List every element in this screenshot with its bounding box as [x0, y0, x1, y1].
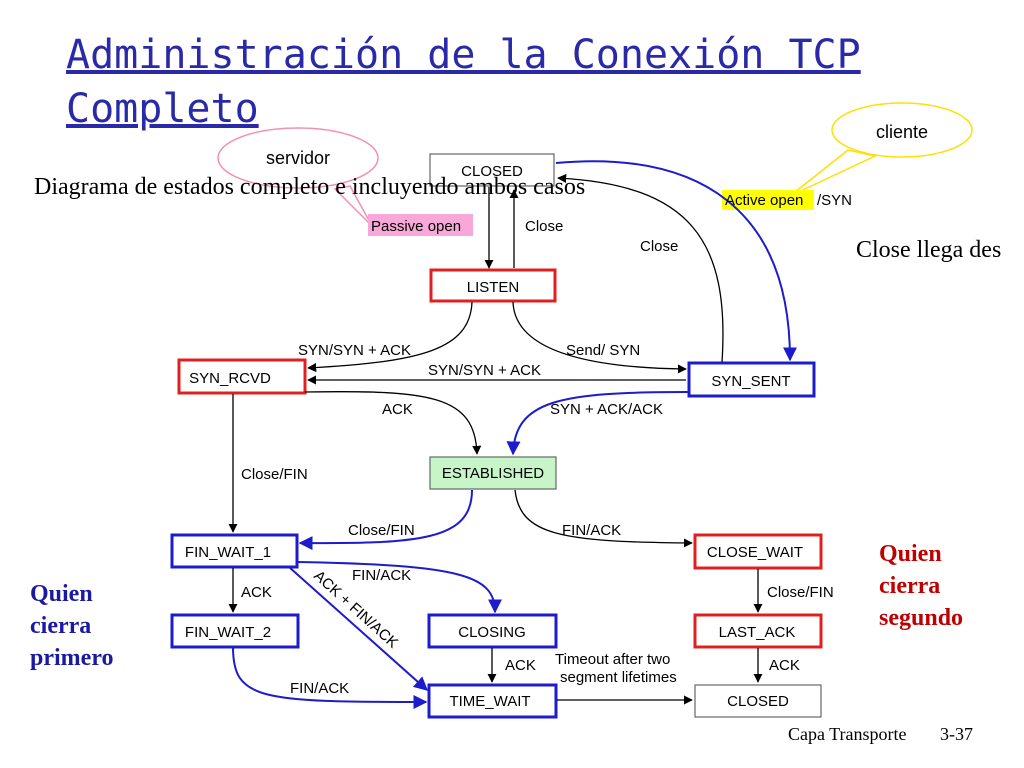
- state-fin-wait-1-label: FIN_WAIT_1: [185, 544, 271, 561]
- footer-page-number: 3-37: [940, 724, 973, 744]
- cliente-callout: cliente: [789, 102, 973, 197]
- label-ack-established: ACK: [382, 401, 413, 418]
- state-listen: [429, 268, 557, 303]
- label-synack-ack: SYN + ACK/ACK: [550, 401, 663, 418]
- arrow-fin-wait-2-time-wait: [232, 646, 428, 709]
- arrow-active-open: [555, 160, 797, 362]
- state-fin-wait-1: [170, 533, 299, 569]
- slide-side-note: Close llega des: [856, 237, 1002, 263]
- state-close-wait-label: CLOSE_WAIT: [707, 544, 803, 561]
- state-syn-rcvd-label: SYN_RCVD: [189, 370, 271, 387]
- state-syn-rcvd: [177, 358, 307, 395]
- label-timeout-line-2: segment lifetimes: [560, 669, 677, 686]
- label-ack-fin-wait: ACK: [241, 584, 272, 601]
- second-closer-line-2: cierra: [879, 573, 941, 599]
- state-syn-sent: [687, 361, 816, 398]
- label-close-syn-sent: Close: [640, 238, 678, 255]
- state-time-wait-label: TIME_WAIT: [449, 693, 530, 710]
- label-close-fin-left: Close/FIN: [241, 466, 308, 483]
- state-established-label: ESTABLISHED: [442, 465, 544, 482]
- label-passive-open: Passive open: [371, 218, 461, 235]
- first-closer-label: Quien cierra primero: [30, 578, 114, 674]
- label-close-fin-right: Close/FIN: [767, 584, 834, 601]
- state-fin-wait-2-label: FIN_WAIT_2: [185, 624, 271, 641]
- label-fin-ack-right: FIN/ACK: [562, 522, 621, 539]
- label-timeout-line-1: Timeout after two: [555, 651, 670, 668]
- arrow-listen-syn-rcvd: [307, 301, 473, 373]
- state-listen-label: LISTEN: [467, 279, 520, 296]
- first-closer-line-2: cierra: [30, 613, 92, 639]
- second-closer-line-1: Quien: [879, 541, 942, 567]
- state-closing: [427, 613, 558, 649]
- state-syn-sent-label: SYN_SENT: [711, 373, 790, 390]
- state-closed-bottom: [694, 684, 822, 718]
- label-ack-last: ACK: [769, 657, 800, 674]
- passive-open-highlight: [368, 214, 473, 236]
- first-closer-line-3: primero: [30, 645, 114, 671]
- arrow-established-fin-wait-1: [298, 489, 473, 551]
- state-closing-label: CLOSING: [458, 624, 526, 641]
- state-closed-top: [429, 153, 555, 187]
- servidor-callout-text: servidor: [266, 148, 330, 168]
- state-last-ack: [693, 613, 823, 649]
- state-fin-wait-2: [170, 613, 300, 649]
- servidor-callout: servidor: [217, 127, 379, 227]
- label-close-fin-mid: Close/FIN: [348, 522, 415, 539]
- first-closer-line-1: Quien: [30, 581, 93, 607]
- arrow-listen-syn-sent: [512, 301, 687, 374]
- arrow-syn-sent-established: [506, 391, 689, 456]
- label-send-syn: Send/ SYN: [566, 342, 640, 359]
- state-close-wait: [693, 533, 823, 570]
- label-syn-synack-left: SYN/SYN + ACK: [298, 342, 411, 359]
- slide-title-line-1: Administración de la Conexión TCP: [66, 32, 861, 78]
- active-open-highlight: [722, 190, 814, 210]
- state-time-wait: [427, 683, 558, 719]
- label-syn-synack-mid: SYN/SYN + ACK: [428, 362, 541, 379]
- slide-subtitle: Diagrama de estados completo e incluyend…: [34, 174, 586, 200]
- state-closed-top-label: CLOSED: [461, 163, 523, 180]
- state-last-ack-label: LAST_ACK: [719, 624, 796, 641]
- label-fin-ack-bottom: FIN/ACK: [290, 680, 349, 697]
- label-close-listen: Close: [525, 218, 563, 235]
- slide-title: Administración de la Conexión TCP Comple…: [66, 28, 861, 136]
- second-closer-line-3: segundo: [879, 605, 964, 631]
- arrow-established-close-wait: [514, 489, 693, 548]
- slide-title-line-2: Completo: [66, 86, 259, 132]
- label-active-open-syn: /SYN: [817, 192, 852, 209]
- state-established: [429, 456, 557, 490]
- second-closer-label: Quien cierra segundo: [879, 538, 963, 634]
- arrow-fin-wait-1-closing: [297, 561, 502, 614]
- state-closed-bottom-label: CLOSED: [727, 693, 789, 710]
- label-fin-ack-mid: FIN/ACK: [352, 567, 411, 584]
- label-ack-closing: ACK: [505, 657, 536, 674]
- cliente-callout-text: cliente: [876, 122, 928, 142]
- footer-section: Capa Transporte: [788, 724, 907, 744]
- arrow-syn-sent-close: [557, 173, 724, 363]
- arrow-syn-rcvd-established: [304, 391, 482, 455]
- arrow-fin-wait-1-time-wait: [288, 566, 429, 691]
- label-active-open: Active open: [725, 192, 803, 209]
